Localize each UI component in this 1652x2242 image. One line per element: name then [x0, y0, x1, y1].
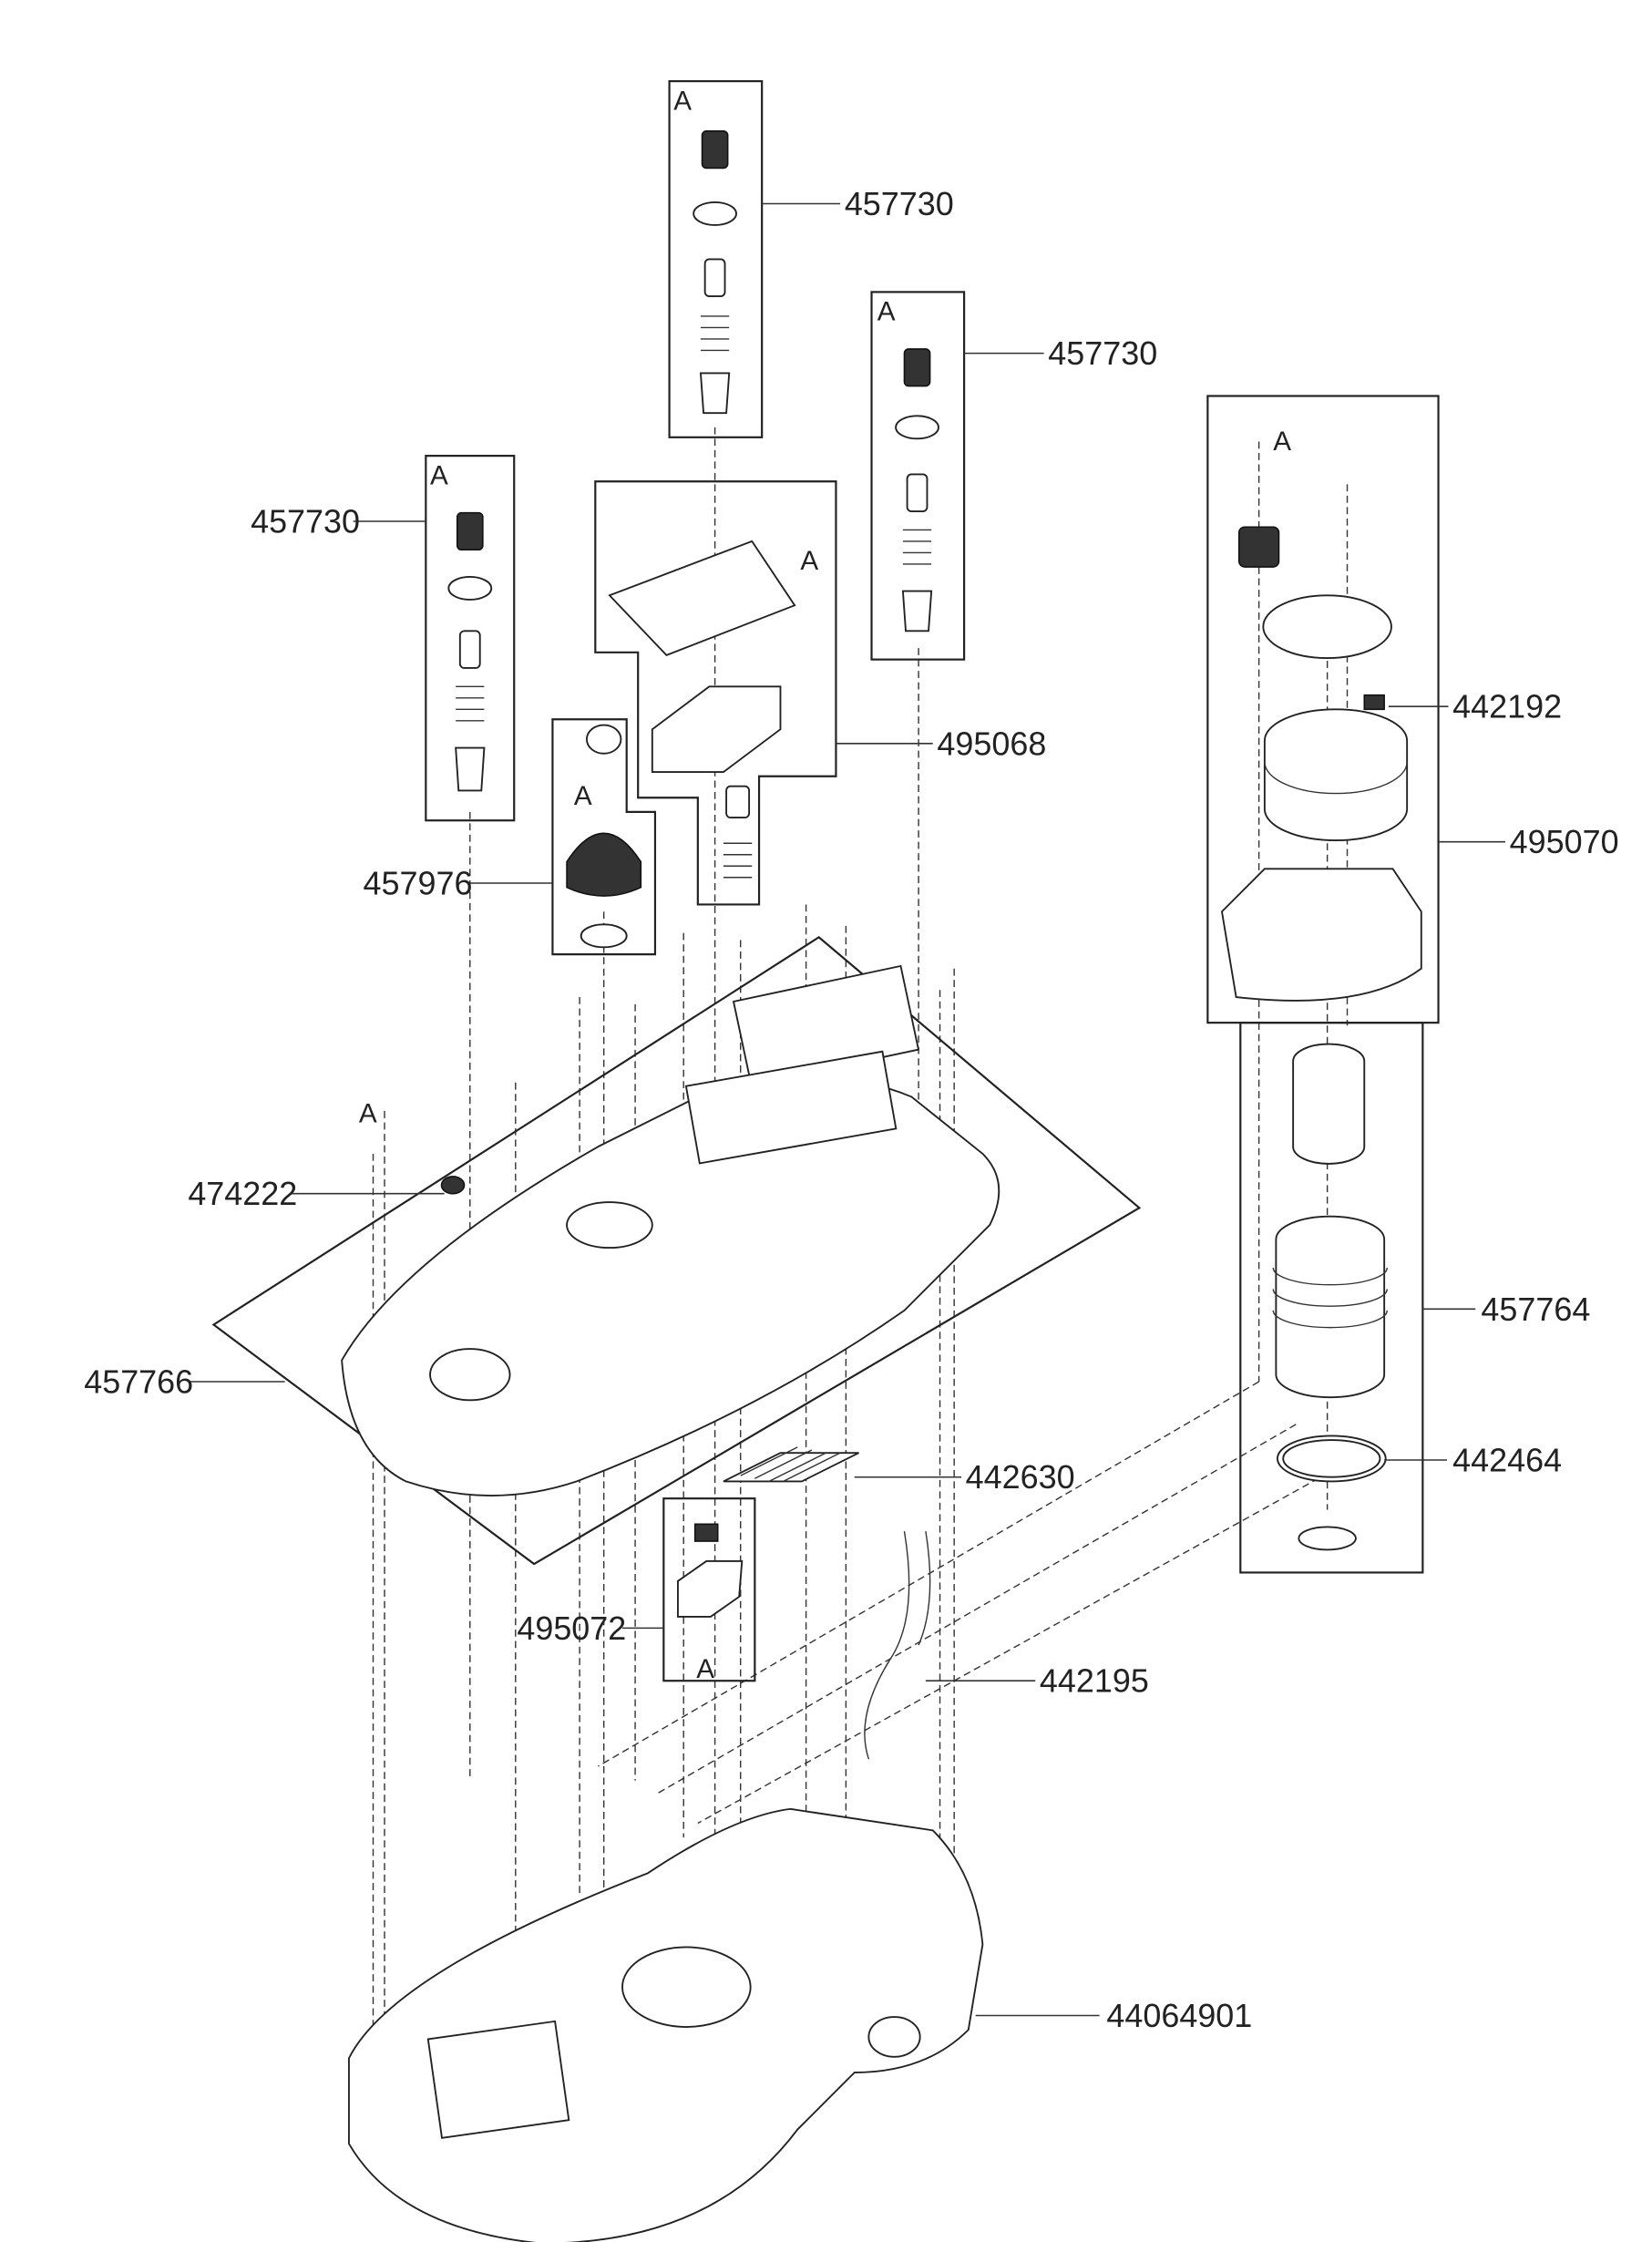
box-valve-right	[870, 291, 966, 661]
box-valve-top	[668, 79, 764, 438]
screw-marker-a: A	[877, 297, 896, 327]
box-pcb-bracket	[662, 1497, 756, 1682]
valve-assembly-right	[895, 348, 939, 632]
label-474222: 474222	[188, 1175, 297, 1212]
switch-part	[1363, 694, 1385, 711]
top-shell-part	[341, 964, 1000, 1496]
label-495072: 495072	[517, 1610, 626, 1647]
label-457766: 457766	[84, 1363, 193, 1401]
label-457976: 457976	[364, 864, 473, 901]
box-valve-left	[425, 455, 516, 822]
leader-lines	[189, 202, 1506, 2017]
label-442195: 442195	[1040, 1662, 1149, 1700]
screw-marker-a: A	[1273, 427, 1291, 457]
box-fill-cap	[551, 718, 657, 956]
label-457730-left: 457730	[251, 503, 360, 540]
nipple-part	[440, 1176, 466, 1195]
label-457764: 457764	[1481, 1291, 1590, 1328]
screw-marker-a: A	[574, 781, 592, 811]
screw-marker-a: A	[430, 460, 448, 490]
label-495068: 495068	[937, 725, 1046, 762]
valve-assembly-left	[447, 511, 493, 792]
pump-cover-part	[608, 540, 796, 879]
screw-marker-a: A	[696, 1654, 714, 1684]
label-442464: 442464	[1452, 1441, 1562, 1478]
cable-part	[864, 1530, 931, 1760]
screw-markers: A A A A A A A A	[359, 86, 1291, 1684]
motor-tank-part	[1272, 1043, 1388, 1551]
label-457730-top: 457730	[845, 185, 954, 222]
part-number-labels: 457730 457730 457730 495068 457976 47422…	[84, 185, 1618, 2034]
gear-assembly-part	[1220, 526, 1422, 1002]
valve-assembly-top	[693, 130, 737, 415]
label-442192: 442192	[1452, 688, 1562, 725]
fill-cap-part	[566, 724, 642, 949]
label-457730-right: 457730	[1048, 334, 1157, 372]
screw-marker-a: A	[359, 1099, 377, 1129]
bottom-shell-part	[347, 1807, 984, 2242]
label-442630: 442630	[966, 1458, 1075, 1496]
box-motor-tank	[1239, 1022, 1424, 1574]
screw-marker-a: A	[673, 86, 692, 116]
box-pump-cover	[594, 480, 837, 906]
screw-marker-a: A	[800, 546, 818, 576]
pcb-bracket-part	[677, 1523, 744, 1618]
label-495070: 495070	[1510, 823, 1619, 860]
label-44064901: 44064901	[1106, 1997, 1252, 2034]
filter-part	[723, 1446, 859, 1483]
